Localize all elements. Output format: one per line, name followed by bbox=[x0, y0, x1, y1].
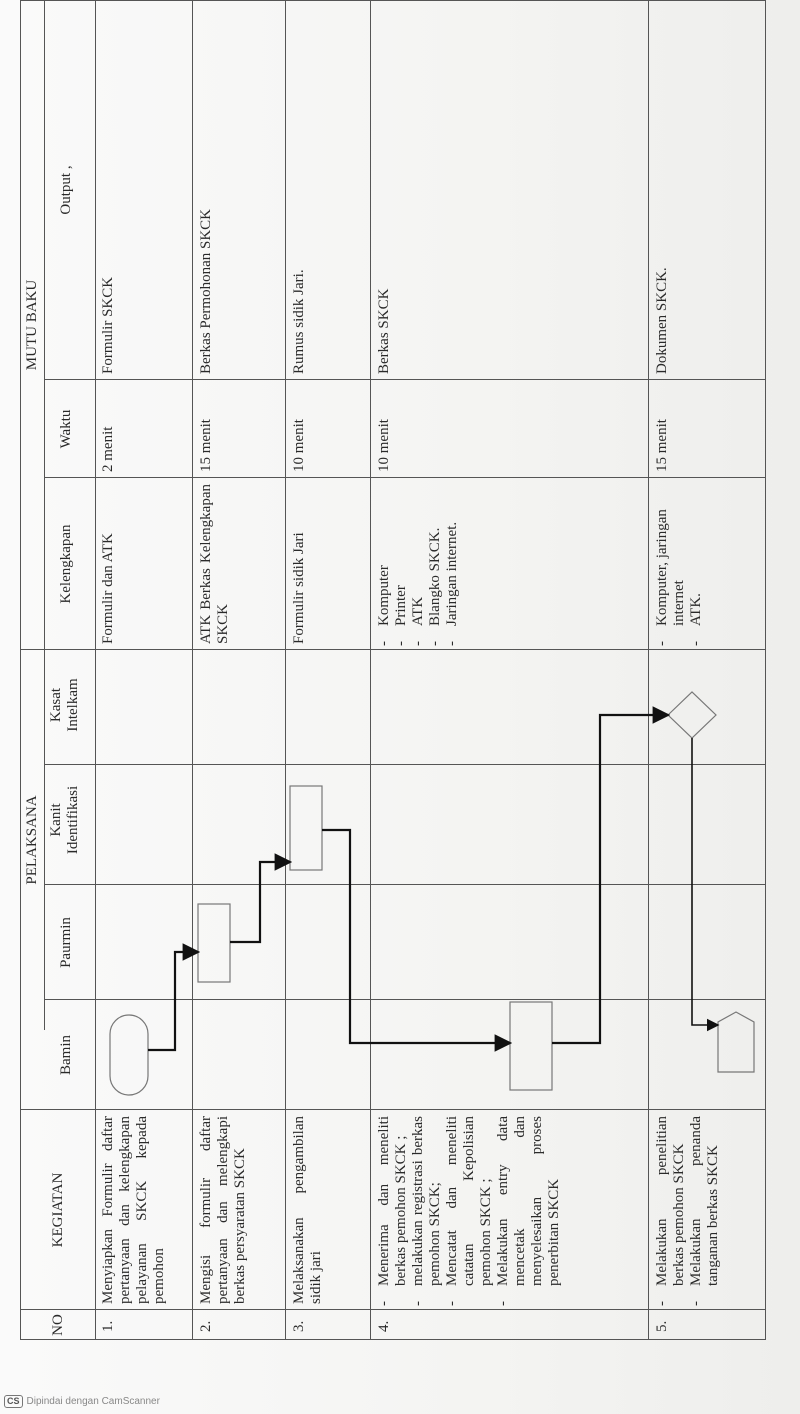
sop-table: NO KEGIATAN PELAKSANA Bamin Paurmin Kani… bbox=[20, 0, 766, 1340]
table-border-bottom bbox=[765, 0, 766, 1340]
flow-arrow-5-line bbox=[716, 715, 736, 1000]
flow-arrow-4 bbox=[552, 706, 671, 1045]
decision-diamond bbox=[667, 691, 717, 739]
flow-arrow-1 bbox=[148, 943, 201, 1052]
flow-arrow-3 bbox=[322, 828, 513, 1052]
camscanner-logo: CS bbox=[4, 1395, 23, 1408]
process-box-bamin bbox=[509, 1001, 553, 1091]
flowchart bbox=[109, 680, 755, 1096]
flow-arrow-2 bbox=[230, 853, 293, 944]
flow-arrow-decision bbox=[691, 738, 720, 1032]
terminator-start bbox=[109, 1014, 149, 1096]
flow-arrow-5 bbox=[716, 680, 740, 1012]
scanner-footer-text: Dipindai dengan CamScanner bbox=[26, 1396, 160, 1407]
scanner-footer: CS Dipindai dengan CamScanner bbox=[4, 1395, 160, 1408]
off-page-connector bbox=[717, 1011, 755, 1073]
process-box-kanit bbox=[289, 785, 323, 871]
process-box-paurmin bbox=[197, 903, 231, 983]
